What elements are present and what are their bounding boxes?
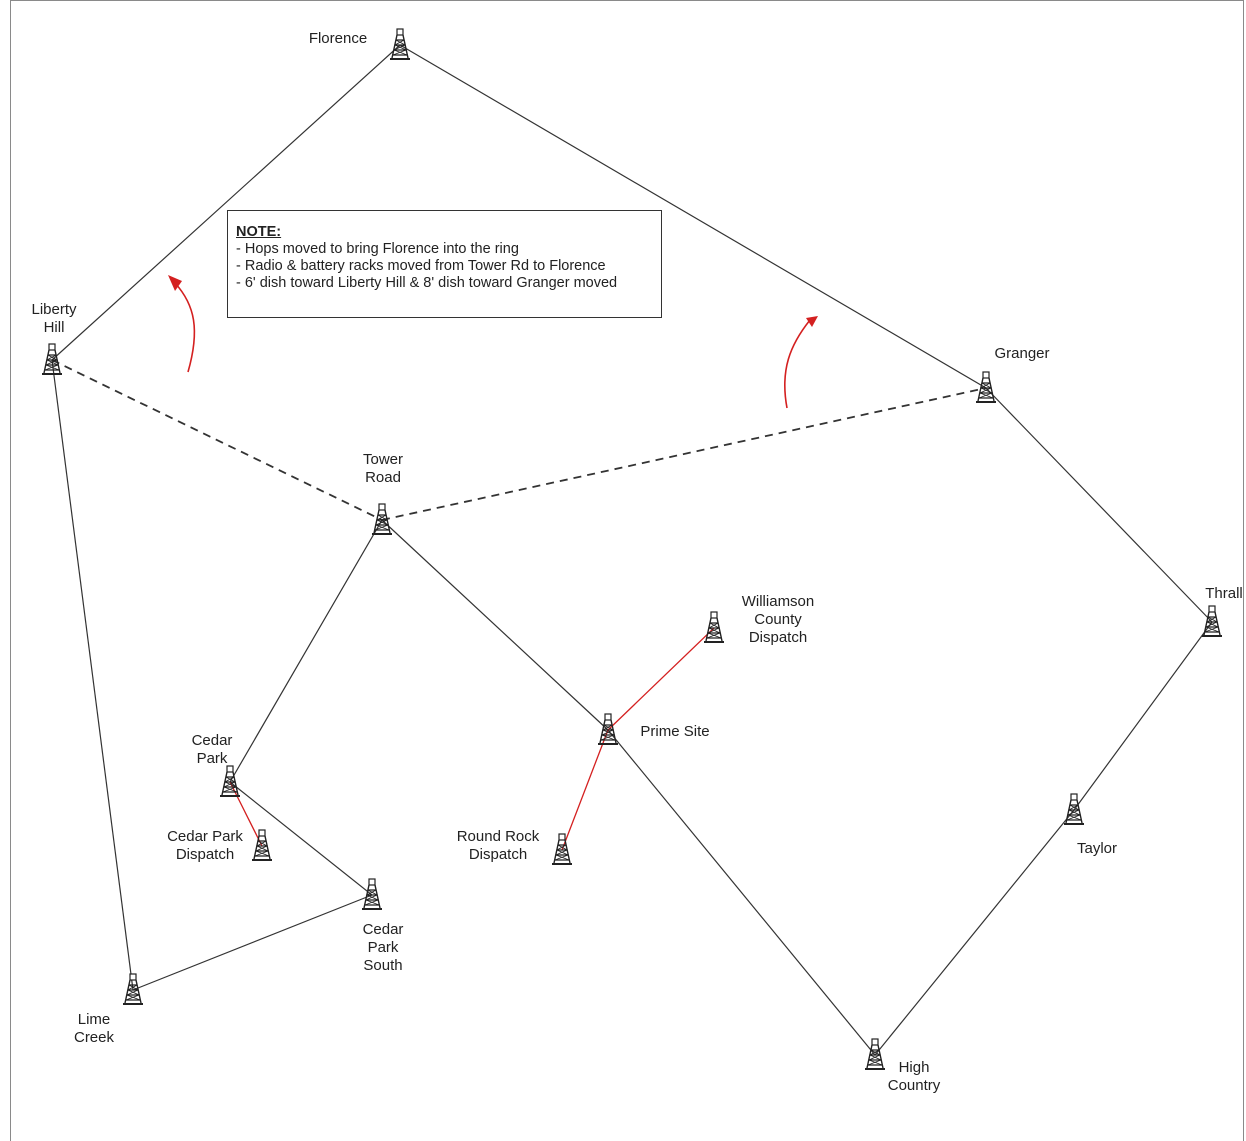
radio-tower-icon: [552, 833, 572, 865]
note-line-1: - Hops moved to bring Florence into the …: [236, 241, 519, 257]
link-prime-site-to-round-rock-dispatch: [561, 729, 609, 851]
site-label-line: Country: [888, 1077, 941, 1094]
radio-tower-icon: [1202, 605, 1222, 637]
site-label-line: Liberty: [31, 301, 77, 318]
link-tower-road-to-cedar-park: [229, 519, 383, 783]
site-label-line: Round Rock: [457, 828, 540, 845]
site-label-line: Cedar: [363, 921, 404, 938]
radio-tower-icon: [598, 713, 618, 745]
radio-tower-icon: [1064, 793, 1084, 825]
radio-tower-icon: [362, 878, 382, 910]
link-cedar-park-to-cedar-park-south: [229, 781, 373, 896]
site-label-line: Hill: [44, 319, 65, 336]
radio-tower-icon: [976, 371, 996, 403]
note-line-3: - 6' dish toward Liberty Hill & 8' dish …: [236, 275, 618, 291]
site-label-line: Granger: [994, 345, 1049, 362]
site-label-line: High: [899, 1059, 930, 1076]
site-label-line: Park: [197, 750, 228, 767]
site-label-line: Dispatch: [749, 629, 807, 646]
curved-arrow-icon: [168, 275, 196, 373]
site-label-line: Thrall: [1205, 585, 1243, 602]
link-florence-to-granger: [399, 44, 987, 389]
link-florence-to-liberty-hill: [51, 44, 401, 361]
link-taylor-to-high-country: [874, 809, 1075, 1056]
site-label-granger: Granger: [994, 345, 1049, 362]
site-label-line: County: [754, 611, 802, 628]
site-label-line: Taylor: [1077, 840, 1117, 857]
link-prime-site-to-williamson-county-dispatch: [607, 627, 715, 731]
link-liberty-hill-to-tower-road: [51, 359, 383, 521]
radio-tower-icon: [704, 611, 724, 643]
site-label-line: Cedar Park: [167, 828, 243, 845]
link-tower-road-to-granger: [381, 387, 987, 521]
radio-tower-icon: [42, 343, 62, 375]
radio-tower-icon: [372, 503, 392, 535]
site-label-line: Creek: [74, 1029, 115, 1046]
site-label-line: Road: [365, 469, 401, 486]
site-label-thrall: Thrall: [1205, 585, 1243, 602]
site-label-line: Williamson: [742, 593, 815, 610]
link-cedar-park-south-to-lime-creek: [132, 894, 373, 991]
site-label-florence: Florence: [309, 30, 367, 47]
link-lime-creek-to-liberty-hill: [51, 359, 134, 991]
site-label-line: Florence: [309, 30, 367, 47]
site-label-line: South: [363, 957, 402, 974]
link-prime-site-to-tower-road: [381, 519, 609, 731]
note-box: NOTE: - Hops moved to bring Florence int…: [227, 210, 662, 318]
site-label-line: Dispatch: [469, 846, 527, 863]
diagram-frame: [10, 0, 1244, 1141]
site-label-line: Prime Site: [640, 723, 709, 740]
site-label-line: Dispatch: [176, 846, 234, 863]
move-arrows: [168, 275, 818, 409]
site-label-taylor: Taylor: [1077, 840, 1117, 857]
radio-tower-icon: [252, 829, 272, 861]
link-thrall-to-taylor: [1073, 621, 1213, 811]
link-cedar-park-to-cedar-park-dispatch: [229, 781, 263, 847]
site-label-line: Tower: [363, 451, 403, 468]
site-label-prime-site: Prime Site: [640, 723, 709, 740]
radio-tower-icon: [390, 28, 410, 60]
towers-layer: [42, 28, 1222, 1070]
site-label-line: Park: [368, 939, 399, 956]
link-granger-to-thrall: [985, 387, 1213, 623]
links-layer: [51, 44, 1213, 1056]
note-title: NOTE:: [236, 224, 282, 240]
radio-tower-icon: [220, 765, 240, 797]
site-label-line: Lime: [78, 1011, 111, 1028]
radio-tower-icon: [123, 973, 143, 1005]
curved-arrow-icon: [783, 316, 818, 409]
radio-tower-icon: [865, 1038, 885, 1070]
link-high-country-to-prime-site: [607, 729, 876, 1056]
note-line-2: - Radio & battery racks moved from Tower…: [236, 258, 606, 274]
site-label-line: Cedar: [192, 732, 233, 749]
